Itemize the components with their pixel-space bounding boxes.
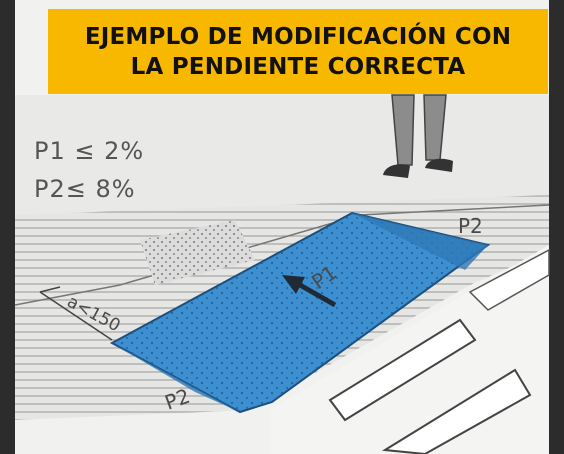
ramp-flare-left: [112, 343, 240, 412]
title-line-2: LA PENDIENTE CORRECTA: [130, 53, 466, 80]
crosswalk-stripe: [381, 368, 532, 454]
title-line-1: EJEMPLO DE MODIFICACIÓN CON: [84, 23, 512, 50]
ramp-p2-right-label: P2: [458, 214, 483, 238]
slope-arrow: [282, 275, 337, 308]
slope-p2: P2≤ 8%: [34, 175, 136, 203]
crosswalk-stripe: [328, 318, 477, 422]
wall-area: [15, 95, 549, 215]
title-banner: EJEMPLO DE MODIFICACIÓN CON LA PENDIENTE…: [48, 9, 548, 94]
slope-p1: P1 ≤ 2%: [34, 137, 145, 165]
crosswalk-stripe: [468, 248, 550, 311]
pedestrian-legs: [383, 94, 453, 178]
width-dimension: [39, 286, 113, 341]
ramp-flare-right: [352, 213, 488, 270]
